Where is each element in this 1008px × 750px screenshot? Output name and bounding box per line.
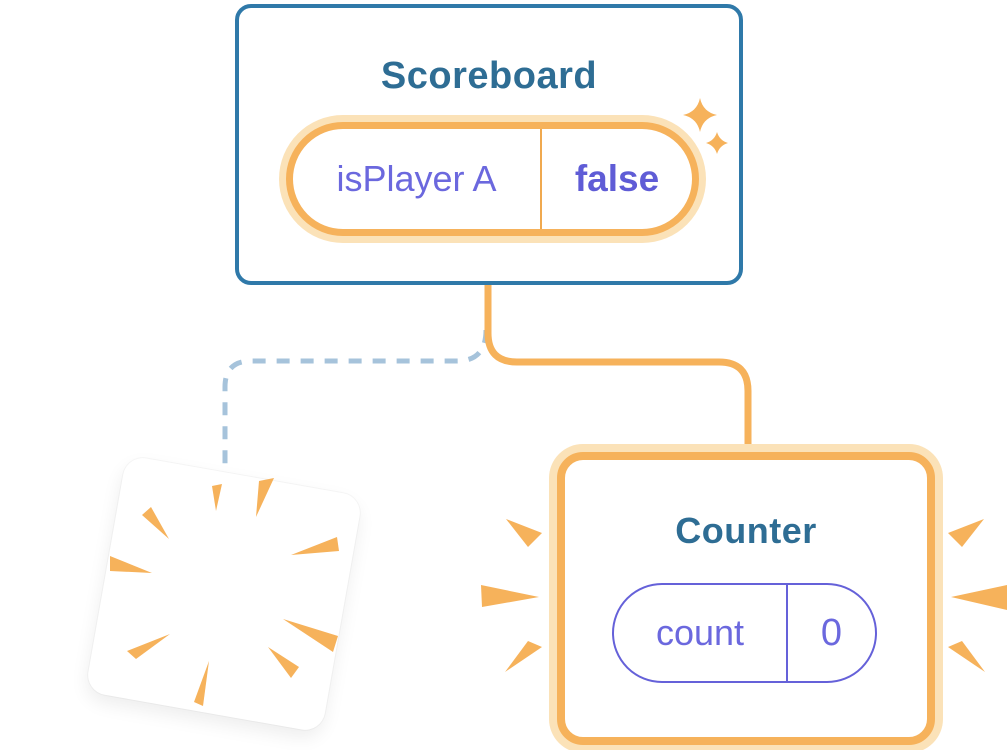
counter-state-value-label: 0 <box>820 611 843 654</box>
scoreboard-title: Scoreboard <box>380 55 598 97</box>
state-key-label: isPlayer A <box>336 158 497 199</box>
emphasis-marks-left-icon <box>481 519 542 672</box>
connector-dashed-line <box>222 329 489 500</box>
counter-pill-divider <box>786 585 788 681</box>
counter-state-key-label: count <box>655 612 745 653</box>
destroyed-component-card <box>84 454 364 734</box>
emphasis-marks-right-icon <box>948 519 1007 672</box>
scoreboard-card: Scoreboard isPlayer A false <box>235 4 743 285</box>
counter-card: Counter count 0 <box>557 452 935 745</box>
state-value-label: false <box>574 158 660 199</box>
scoreboard-state-pill: isPlayer A false <box>286 122 699 236</box>
connector-solid-line <box>484 283 752 454</box>
counter-title: Counter <box>675 510 817 551</box>
pill-divider <box>540 129 542 229</box>
counter-state-pill: count 0 <box>612 583 877 683</box>
